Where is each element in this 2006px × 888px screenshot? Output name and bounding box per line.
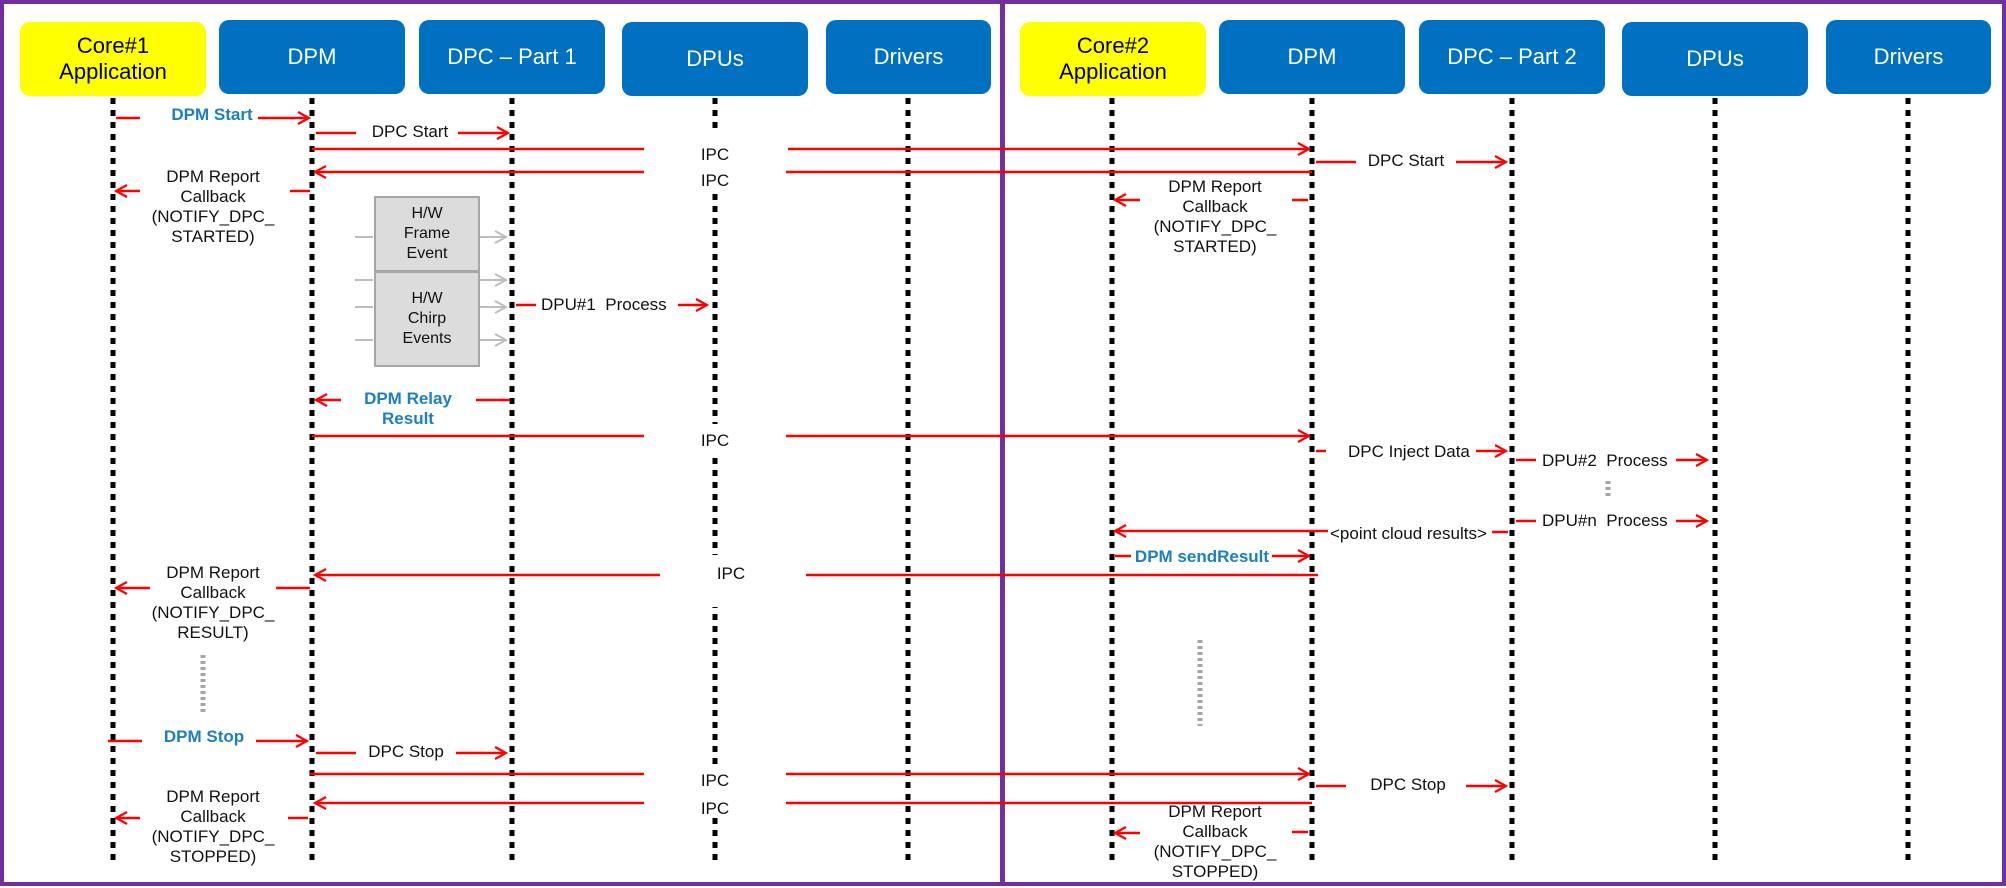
label-dpc-stop: DPC Stop [368,742,444,761]
label-dpu1-process: DPU#1 Process [541,295,667,314]
label-ipc-3: IPC [700,431,730,450]
label-ipc-6: IPC [700,799,730,818]
label-ipc-5: IPC [700,771,730,790]
header-core1-application: Core#1 Application [20,22,206,96]
header-right-drivers: Drivers [1826,20,1991,94]
label-ipc-2: IPC [700,171,730,190]
label-dpc-start: DPC Start [371,122,449,141]
label-report-started-right: DPM Report Callback (NOTIFY_DPC_ STARTED… [1153,177,1277,256]
label-ipc-1: IPC [700,145,730,164]
label-relay-result: DPM Relay Result [364,389,452,428]
label-report-stopped-right: DPM Report Callback (NOTIFY_DPC_ STOPPED… [1153,802,1277,881]
label-point-cloud-results: <point cloud results> [1330,524,1487,543]
header-left-dpus: DPUs [622,22,808,96]
label-right-dpc-start: DPC Start [1367,151,1445,170]
header-right-dpus: DPUs [1622,22,1808,96]
header-right-dpm: DPM [1219,20,1405,94]
header-right-dpc-part2: DPC – Part 2 [1419,20,1605,94]
label-dpu2-process: DPU#2 Process [1542,451,1668,470]
header-core2-application: Core#2 Application [1020,22,1206,96]
header-left-dpc-part1: DPC – Part 1 [419,20,605,94]
label-report-result: DPM Report Callback (NOTIFY_DPC_ RESULT) [151,563,275,642]
label-report-stopped-left: DPM Report Callback (NOTIFY_DPC_ STOPPED… [151,787,275,866]
hw-frame-event-box: H/W Frame Event [374,196,480,272]
label-inject-data: DPC Inject Data [1348,442,1470,461]
label-dpm-start: DPM Start [171,105,253,124]
hw-chirp-events-box: H/W Chirp Events [374,271,480,367]
label-report-started-left: DPM Report Callback (NOTIFY_DPC_ STARTED… [151,167,275,246]
header-left-dpm: DPM [219,20,405,94]
label-ipc-4: IPC [716,564,746,583]
label-right-dpc-stop: DPC Stop [1370,775,1446,794]
left-panel-frame [0,0,1004,886]
label-dpun-process: DPU#n Process [1542,511,1668,530]
right-panel-frame [1001,0,2006,886]
label-dpm-stop: DPM Stop [163,727,245,746]
label-send-result: DPM sendResult [1134,547,1270,566]
header-left-drivers: Drivers [826,20,991,94]
